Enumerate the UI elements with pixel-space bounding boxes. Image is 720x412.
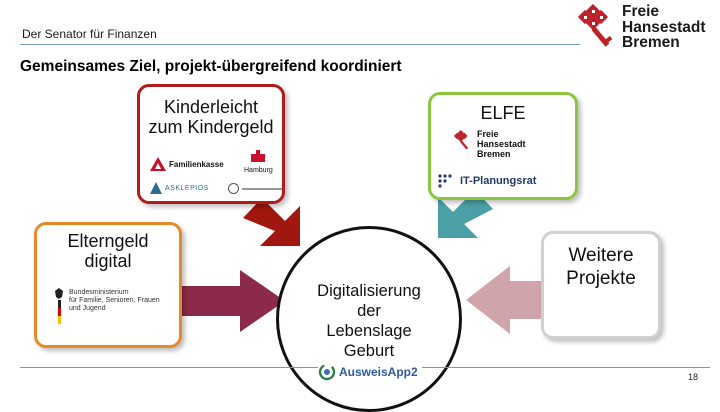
project-box-weitere: Weitere Projekte xyxy=(541,231,661,339)
title-line: Weitere xyxy=(568,245,634,266)
ministry-text: Bundesministerium für Familie, Senioren,… xyxy=(69,289,160,324)
title-line: Kinderleicht xyxy=(163,97,259,117)
bremen-key-icon xyxy=(577,4,613,47)
logo-label: ASKLEPIOS xyxy=(165,184,209,192)
seal-icon xyxy=(228,183,239,194)
eagle-icon xyxy=(55,288,63,299)
arrow-red xyxy=(243,198,300,246)
flag-black xyxy=(57,300,61,308)
project-box-elfe: ELFE Freie Hansestadt Bremen IT-Planung xyxy=(428,92,578,200)
title-line: Elterngeld xyxy=(67,231,149,251)
hamburg-castle-icon xyxy=(251,150,266,162)
center-line: Geburt xyxy=(343,342,395,360)
hamburg-logo: Hamburg xyxy=(244,149,273,174)
elfe-title: ELFE xyxy=(480,103,526,123)
ausweisapp-logo: AusweisApp2 xyxy=(318,362,422,382)
logo-label: Hamburg xyxy=(244,167,273,174)
arrow-plum xyxy=(182,270,285,332)
logo-label: Familienkasse xyxy=(169,159,224,169)
elfe-logo-text: Freie Hansestadt Bremen xyxy=(477,129,526,159)
elfe-bremen-logo: Freie Hansestadt Bremen xyxy=(453,129,526,159)
federal-eagle-flag xyxy=(53,287,65,324)
arrow-pink xyxy=(466,266,541,334)
department-name: Der Senator für Finanzen xyxy=(22,27,157,41)
title-line: zum Kindergeld xyxy=(148,117,274,137)
logo-line: Hansestadt xyxy=(477,139,526,149)
logo-label: IT-Planungsrat xyxy=(460,175,537,187)
logo-line: Bremen xyxy=(477,149,511,159)
logo-text: Freie Hansestadt Bremen xyxy=(622,4,706,51)
center-line: Lebenslage xyxy=(326,322,412,340)
center-line: Digitalisierung xyxy=(317,282,421,300)
project-box-elterngeld: Elterngeld digital Bundesministerium für… xyxy=(34,222,182,348)
familienkasse-logo: Familienkasse xyxy=(150,157,224,171)
it-planungsrat-logo: IT-Planungsrat xyxy=(437,173,536,189)
bremen-key-icon xyxy=(453,130,469,150)
asklepios-icon xyxy=(150,182,162,194)
center-text: Digitalisierung der Lebenslage Geburt xyxy=(279,281,459,361)
title-line: Projekte xyxy=(566,268,636,289)
ministry-line: für Familie, Senioren, Frauen xyxy=(69,297,160,304)
dots-grid-icon xyxy=(438,174,452,188)
partner-seal xyxy=(228,183,282,194)
title-line: digital xyxy=(84,251,132,271)
project-box-kinderleicht: Kinderleicht zum Kindergeld Familienkass… xyxy=(137,84,285,204)
header-rule xyxy=(20,44,580,45)
logo-line: Freie xyxy=(477,129,499,139)
seal-text-bar xyxy=(242,187,282,190)
slide-title: Gemeinsames Ziel, projekt-übergreifend k… xyxy=(20,58,402,75)
arrow-teal xyxy=(438,190,493,238)
weitere-title: Weitere Projekte xyxy=(544,244,658,290)
logo-line: Freie xyxy=(622,3,660,20)
ausweisapp-label: AusweisApp2 xyxy=(339,365,418,379)
logo-line: Bremen xyxy=(622,34,680,51)
page-number: 18 xyxy=(688,372,699,382)
ausweisapp-icon xyxy=(318,363,336,381)
logo-line: Hansestadt xyxy=(622,18,706,36)
flag-red xyxy=(57,308,61,316)
elterngeld-title: Elterngeld digital xyxy=(37,231,179,271)
ministry-line: und Jugend xyxy=(69,305,106,312)
asklepios-logo: ASKLEPIOS xyxy=(150,182,209,194)
center-line: der xyxy=(357,302,381,320)
arbeitsagentur-icon xyxy=(150,157,166,171)
center-goal-circle: Digitalisierung der Lebenslage Geburt xyxy=(276,226,462,412)
flag-gold xyxy=(57,316,61,324)
bmfsfj-logo: Bundesministerium für Familie, Senioren,… xyxy=(53,287,160,324)
kinderleicht-title: Kinderleicht zum Kindergeld xyxy=(140,97,282,137)
bremen-logo: Freie Hansestadt Bremen xyxy=(576,4,716,52)
ministry-line: Bundesministerium xyxy=(69,289,129,296)
